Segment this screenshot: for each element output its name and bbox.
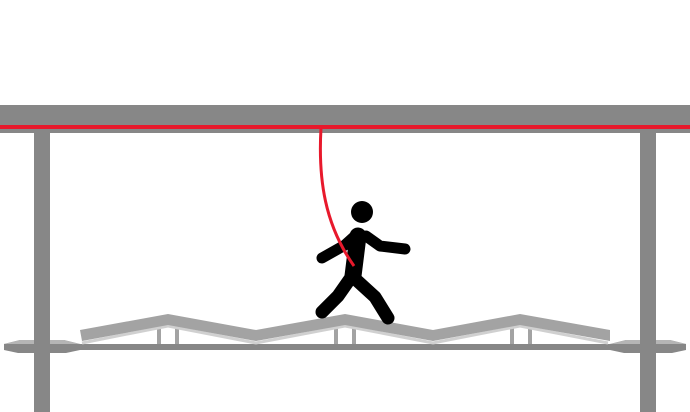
right-post-disk bbox=[610, 336, 686, 356]
left-post bbox=[34, 130, 50, 412]
left-post-disk bbox=[4, 336, 80, 356]
right-post bbox=[640, 130, 656, 412]
walkway-base-rail bbox=[80, 344, 610, 350]
walkway-edge bbox=[81, 324, 609, 345]
walking-person-icon bbox=[315, 201, 411, 325]
walkway-struts bbox=[157, 328, 532, 344]
safety-line bbox=[0, 125, 690, 129]
safety-rope bbox=[318, 127, 356, 267]
zigzag-walkway bbox=[80, 314, 610, 341]
